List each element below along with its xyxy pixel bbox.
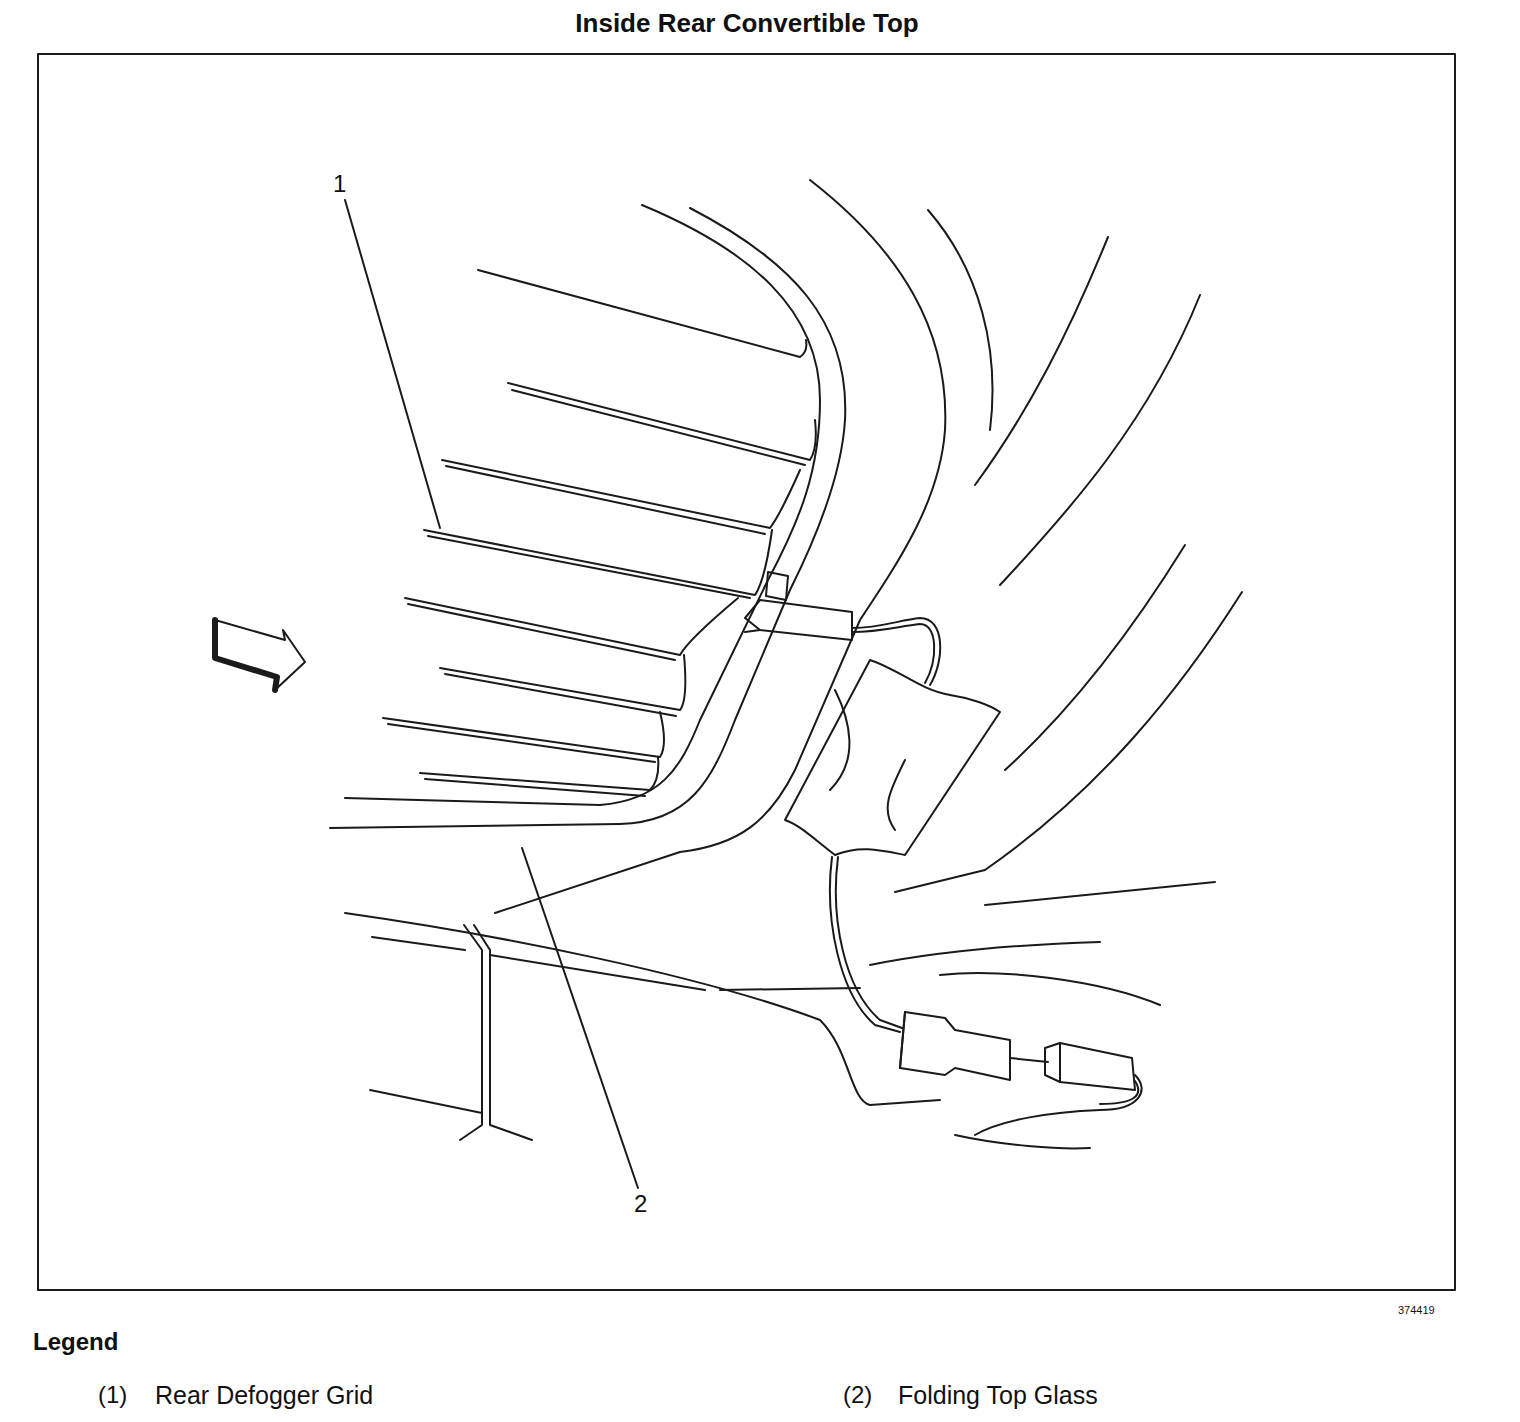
defogger-grid [383, 270, 816, 796]
defogger-grid-stroke [440, 655, 685, 710]
defogger-grid-stroke [383, 712, 664, 757]
label-holder: 374419 [1398, 1300, 1435, 1318]
leader-lines-stroke [345, 200, 440, 528]
harness-connector-stroke [900, 1012, 1010, 1080]
harness-connector-stroke [1010, 1058, 1048, 1062]
body-lines-stroke [345, 913, 940, 1105]
label-holder: 2 [634, 1190, 647, 1218]
view-arrow [215, 620, 305, 690]
fabric-strap-stroke [830, 690, 849, 790]
defogger-grid-stroke [442, 460, 800, 528]
body-lines-stroke [940, 973, 1160, 1005]
leader-lines-stroke [522, 848, 638, 1188]
defogger-grid-stroke [445, 674, 676, 716]
label-holder: 1 [333, 170, 346, 198]
grid-connector-stroke [745, 600, 852, 640]
defogger-grid-stroke [512, 390, 805, 465]
glass-edge-stroke [928, 210, 992, 430]
harness-connector [830, 857, 1142, 1135]
figure-number: 374419 [1398, 1304, 1435, 1316]
legend-entry: Folding Top Glass [898, 1381, 1098, 1410]
harness-connector-stroke [1059, 1043, 1061, 1082]
body-lines-stroke [370, 1090, 482, 1113]
callout-number: 1 [333, 170, 346, 198]
defogger-grid-stroke [424, 530, 772, 595]
body-lines-stroke [895, 592, 1242, 892]
fabric-strap-stroke [888, 760, 905, 830]
body-lines-stroke [1005, 545, 1185, 770]
legend-text: Folding Top Glass [898, 1381, 1098, 1410]
legend-text: Rear Defogger Grid [155, 1381, 373, 1410]
legend-number: (2) [843, 1381, 872, 1409]
grid-connector-stroke [766, 572, 788, 600]
body-lines-stroke [975, 237, 1108, 485]
defogger-grid-stroke [408, 604, 675, 660]
view-arrow-stroke [215, 620, 305, 690]
title-holder: Inside Rear Convertible Top [0, 8, 1494, 39]
defogger-grid-stroke [420, 757, 658, 790]
glass-edge-stroke [345, 205, 820, 805]
harness-connector-stroke [900, 1012, 905, 1068]
body-lines-stroke [474, 925, 532, 1140]
glass-edge-stroke [330, 208, 845, 828]
defogger-grid-stroke [405, 598, 738, 655]
body-lines-stroke [490, 955, 705, 990]
grid-connector-stroke [852, 618, 940, 685]
fabric-strap-stroke [785, 660, 1000, 855]
view-arrow-stroke [215, 620, 277, 690]
grid-connector-stroke [745, 630, 760, 632]
fabric-strap [785, 660, 1000, 855]
legend-heading: Legend [33, 1328, 118, 1356]
grid-connector [745, 572, 940, 685]
legend-number: (1) [98, 1381, 127, 1409]
glass-edge-stroke [495, 180, 945, 913]
harness-connector-stroke [836, 857, 902, 1028]
label-holder: Legend [33, 1328, 118, 1356]
body-lines-stroke [955, 1135, 1090, 1148]
harness-connector-stroke [975, 1075, 1142, 1135]
body-lines-stroke [1000, 295, 1200, 585]
leader-lines [345, 200, 638, 1188]
defogger-grid-stroke [446, 466, 765, 534]
defogger-grid-stroke [478, 270, 806, 357]
frame-border [38, 54, 1455, 1290]
label-holder: (1) [98, 1381, 127, 1409]
body-lines-stroke [460, 925, 482, 1140]
grid-connector-stroke [852, 624, 934, 683]
defogger-grid-stroke [428, 536, 750, 598]
callout-number: 2 [634, 1190, 647, 1218]
label-holder: (2) [843, 1381, 872, 1409]
figure-title: Inside Rear Convertible Top [575, 8, 918, 39]
defogger-grid-stroke [388, 724, 655, 762]
defogger-grid-stroke [508, 383, 816, 460]
body-lines [345, 237, 1242, 1148]
body-lines-stroke [372, 937, 465, 950]
legend-entry: Rear Defogger Grid [155, 1381, 373, 1410]
glass-edge [330, 180, 992, 913]
body-lines-stroke [720, 988, 860, 990]
defogger-grid-stroke [425, 779, 645, 796]
harness-connector-stroke [1045, 1043, 1135, 1090]
body-lines-stroke [985, 882, 1215, 905]
harness-connector-stroke [1100, 1081, 1138, 1104]
body-lines-stroke [870, 942, 1100, 965]
harness-connector-stroke [830, 857, 900, 1032]
